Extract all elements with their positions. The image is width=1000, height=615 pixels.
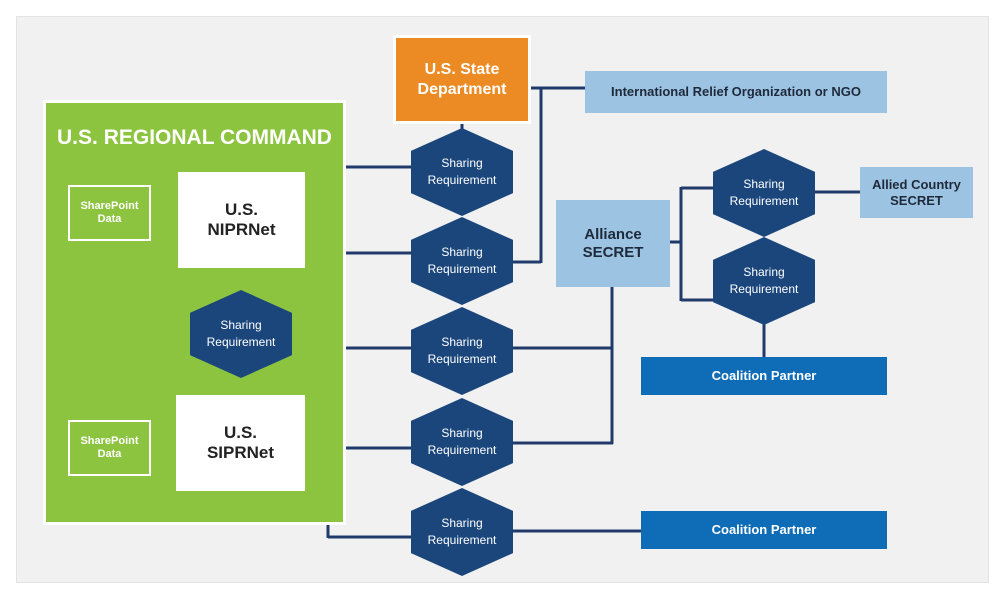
allied-country-label: SECRET [890,192,943,208]
hex-label: Sharing [441,244,483,259]
allied-country-secret-node[interactable]: Allied Country SECRET [860,167,973,218]
hex-label: Requirement [427,173,497,187]
hex-label: Requirement [427,262,497,276]
hex-label: Requirement [427,443,497,457]
ngo-label: International Relief Organization or NGO [611,84,861,100]
hex-label: Sharing [743,264,785,279]
siprnet-node[interactable]: U.S. SIPRNet [176,395,305,491]
niprnet-node[interactable]: U.S. NIPRNet [178,172,305,268]
coalition-partner-node[interactable]: Coalition Partner [641,511,887,549]
hex-label: Requirement [206,335,276,349]
hex-label: Requirement [427,533,497,547]
hex-label: Sharing [441,425,483,440]
coalition-partner-label: Coalition Partner [711,522,817,538]
sharepoint-label: SharePoint [80,199,139,212]
hex-label: Requirement [729,282,799,296]
hex-label: Sharing [441,155,483,170]
niprnet-label: NIPRNet [207,220,276,239]
hex-label: Sharing [441,334,483,349]
hex-label: Requirement [427,352,497,366]
sharing-requirement-hex-internal[interactable]: Sharing Requirement [190,290,292,378]
siprnet-label: SIPRNet [206,443,275,462]
alliance-label: SECRET [582,243,644,261]
regional-command-title: U.S. REGIONAL COMMAND [57,126,332,149]
coalition-partner-node[interactable]: Coalition Partner [641,357,887,395]
hex-label: Requirement [729,194,799,208]
siprnet-label: U.S. [223,422,258,442]
ngo-node[interactable]: International Relief Organization or NGO [585,71,887,113]
state-department-node[interactable]: U.S. State Department [393,35,531,124]
sharepoint-data-bottom[interactable]: SharePoint Data [68,420,151,476]
niprnet-label: U.S. [224,199,259,219]
sharepoint-data-top[interactable]: SharePoint Data [68,185,151,241]
hex-label: Sharing [743,176,785,191]
sharepoint-label: Data [97,213,122,225]
sharepoint-label: SharePoint [80,434,139,447]
allied-country-label: Allied Country [872,176,961,192]
state-department-label: U.S. State [424,61,500,79]
alliance-label: Alliance [584,225,642,243]
alliance-secret-node[interactable]: Alliance SECRET [556,200,670,287]
hex-label: Sharing [441,515,483,530]
coalition-partner-label: Coalition Partner [711,368,817,384]
state-department-label: Department [417,80,507,98]
hex-label: Sharing [220,317,262,332]
sharepoint-label: Data [97,448,122,460]
